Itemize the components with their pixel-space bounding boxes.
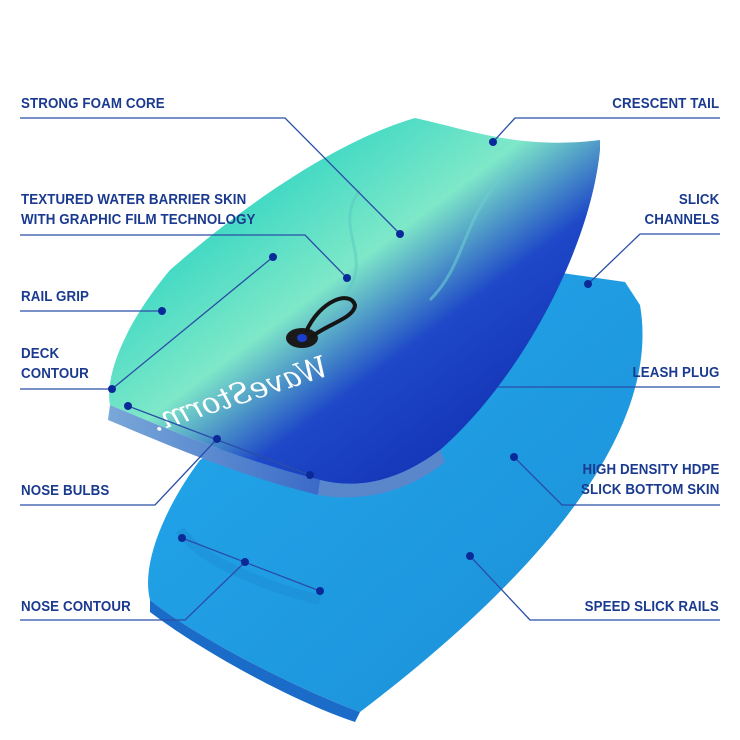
label-leash-plug: LEASH PLUG: [632, 365, 719, 381]
label-textured-water-barrier-skin: TEXTURED WATER BARRIER SKIN WITH GRAPHIC…: [21, 192, 256, 228]
leader-lines: [20, 117, 720, 621]
label-speed-slick-rails: SPEED SLICK RAILS: [584, 599, 719, 615]
callout-dots: [108, 138, 592, 595]
label-rail-grip: RAIL GRIP: [21, 289, 90, 305]
label-slick-channels: SLICK CHANNELS: [644, 192, 719, 228]
label-crescent-tail: CRESCENT TAIL: [612, 96, 719, 112]
label-hdpe-bottom-skin: HIGH DENSITY HDPE SLICK BOTTOM SKIN: [580, 462, 719, 498]
label-nose-contour: NOSE CONTOUR: [21, 599, 131, 615]
label-strong-foam-core: STRONG FOAM CORE: [21, 96, 165, 112]
top-deck-board: WaveStorm.: [108, 118, 601, 498]
label-nose-bulbs: NOSE BULBS: [21, 483, 110, 499]
label-deck-contour: DECK CONTOUR: [21, 346, 89, 382]
